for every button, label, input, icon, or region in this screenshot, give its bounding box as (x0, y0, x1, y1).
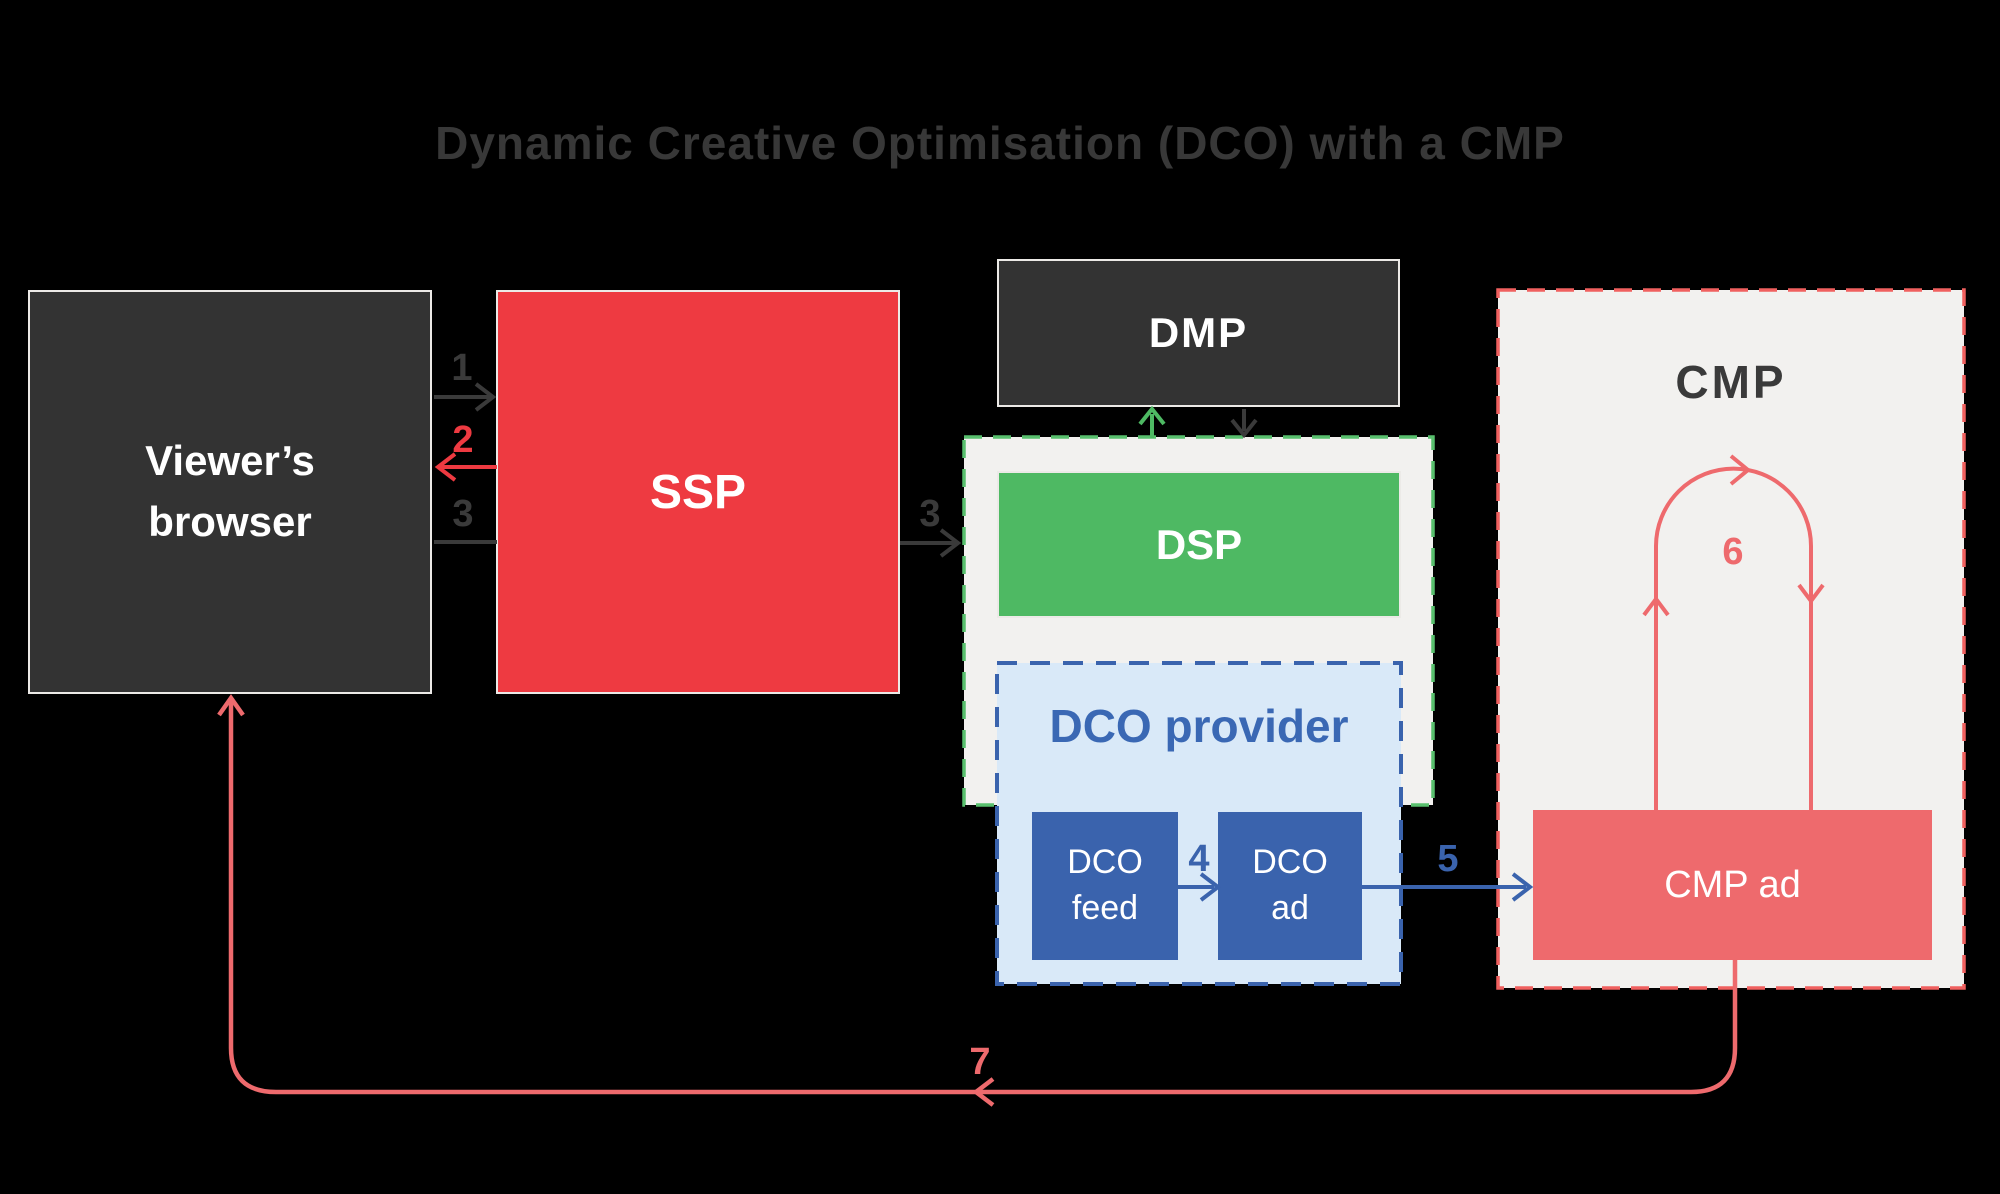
step-label-6: 6 (1722, 531, 1744, 573)
arrow-step6-loop (1642, 454, 1825, 810)
arrow-step4 (1178, 872, 1222, 902)
step-label-3-right: 3 (919, 493, 941, 535)
arrow-step2 (434, 452, 497, 482)
cmp-ad-box: CMP ad (1533, 810, 1932, 960)
ssp-label: SSP (649, 465, 747, 519)
arrow-step7 (217, 694, 1738, 1107)
step-label-4: 4 (1188, 838, 1210, 880)
arrow-dsp-to-dmp (1138, 405, 1166, 438)
cmp-ad-label: CMP ad (1664, 863, 1801, 906)
dco-feed-label: DCO feed (1067, 843, 1143, 927)
dsp-label: DSP (1155, 520, 1243, 568)
step-label-2: 2 (452, 419, 474, 461)
diagram-title: Dynamic Creative Optimisation (DCO) with… (435, 117, 1565, 169)
arrow-step5 (1362, 872, 1534, 902)
dco-ad-box: DCO ad (1218, 812, 1362, 960)
arrow-dmp-to-dsp (1230, 409, 1258, 439)
ssp-box: SSP (496, 290, 900, 694)
cmp-label: CMP (1675, 356, 1787, 408)
viewer-browser-label: Viewer’s browser (145, 437, 315, 545)
step-label-5: 5 (1437, 838, 1459, 880)
dsp-box: DSP (997, 471, 1401, 618)
step-label-1: 1 (451, 347, 473, 389)
dco-provider-label: DCO provider (1049, 700, 1349, 752)
dmp-label: DMP (1148, 309, 1249, 356)
arrow-step3-right (900, 528, 962, 558)
step-label-7: 7 (969, 1041, 991, 1083)
dmp-box: DMP (997, 259, 1400, 407)
dco-ad-label: DCO ad (1252, 843, 1328, 927)
viewer-browser-box: Viewer’s browser (28, 290, 432, 694)
dco-feed-box: DCO feed (1032, 812, 1178, 960)
step-label-3-left: 3 (452, 493, 474, 535)
arrow-step1 (434, 382, 497, 412)
